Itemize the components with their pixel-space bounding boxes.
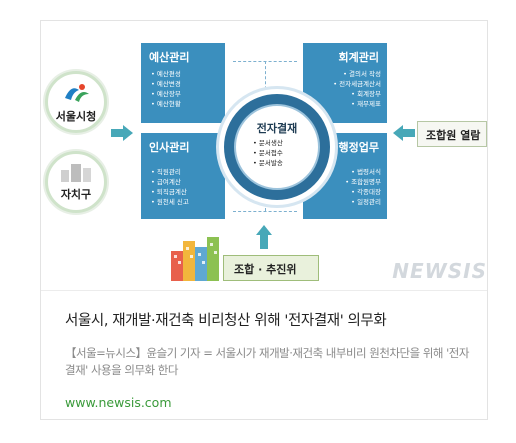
- block-items: 결의서 작성 전자세금계산서 회계장부 재무제표: [333, 69, 381, 109]
- block-item: 원천세 신고: [151, 197, 189, 207]
- block-hr-management: 인사관리 직원관리 급여계산 퇴직금계산 원천세 신고: [141, 133, 225, 219]
- district-office-label: 자치구: [60, 188, 92, 201]
- article-thumbnail[interactable]: 서울시청 자치구 예산관리 예산편성 예산변경 예산장부 예산현황 회계관리: [41, 21, 487, 291]
- block-item: 급여계산: [151, 177, 189, 187]
- block-item: 회계장부: [333, 89, 381, 99]
- block-title: 인사관리: [149, 141, 190, 154]
- district-office-circle: 자치구: [45, 151, 107, 213]
- arrow-right-icon: [123, 125, 133, 141]
- buildings-icon: [171, 237, 219, 281]
- block-item: 예산현황: [151, 99, 181, 109]
- e-approval-title: 전자결재: [256, 122, 298, 135]
- buildings-illustration: [171, 237, 221, 281]
- block-items: 예산편성 예산변경 예산장부 예산현황: [151, 69, 181, 109]
- block-item: 일정관리: [345, 197, 381, 207]
- block-budget-management: 예산관리 예산편성 예산변경 예산장부 예산현황: [141, 43, 225, 123]
- card-content: 서울시, 재개발·재건축 비리청산 위해 '전자결재' 의무화 【서울=뉴시스】…: [65, 311, 470, 410]
- block-item: 예산장부: [151, 89, 181, 99]
- center-item: 문서접수: [253, 148, 283, 158]
- block-item: 법령서식: [345, 167, 381, 177]
- building-icon: [61, 164, 91, 182]
- dashed-connector-bottom: [233, 211, 297, 212]
- block-title: 예산관리: [149, 51, 190, 64]
- newsis-watermark: NEWSIS: [392, 259, 487, 283]
- article-summary: 【서울=뉴시스】윤슬기 기자 = 서울시가 재개발·재건축 내부비리 원천차단을…: [65, 346, 469, 377]
- member-view-box: 조합원 열람: [417, 121, 487, 147]
- block-item: 결의서 작성: [333, 69, 381, 79]
- block-item: 예산편성: [151, 69, 181, 79]
- block-item: 전자세금계산서: [333, 79, 381, 89]
- block-item: 재무제표: [333, 99, 381, 109]
- block-item: 퇴직금계산: [151, 187, 189, 197]
- block-title: 행정업무: [338, 141, 379, 154]
- arrow-left-shaft: [111, 129, 123, 137]
- block-title: 회계관리: [338, 51, 379, 64]
- association-committee-box: 조합 · 추진위: [223, 255, 319, 281]
- arrow-up-icon: [256, 225, 272, 235]
- block-items: 법령서식 조합원명부 각종대장 일정관리: [345, 167, 381, 207]
- center-item: 문서발송: [253, 158, 283, 168]
- block-accounting-management: 회계관리 결의서 작성 전자세금계산서 회계장부 재무제표: [303, 43, 387, 123]
- e-approval-core: 전자결재 문서생산 문서접수 문서발송: [234, 104, 320, 190]
- seoul-city-hall-circle: 서울시청: [45, 71, 107, 133]
- center-item: 문서생산: [253, 138, 283, 148]
- block-item: 조합원명부: [345, 177, 381, 187]
- arrow-left-icon: [393, 125, 403, 141]
- block-item: 직원관리: [151, 167, 189, 177]
- block-item: 각종대장: [345, 187, 381, 197]
- e-approval-ring: 전자결재 문서생산 문서접수 문서발송: [219, 89, 335, 205]
- seoul-logo-icon: [65, 84, 89, 102]
- seoul-city-hall-label: 서울시청: [55, 110, 97, 123]
- article-headline[interactable]: 서울시, 재개발·재건축 비리청산 위해 '전자결재' 의무화: [65, 313, 387, 329]
- block-items: 직원관리 급여계산 퇴직금계산 원천세 신고: [151, 167, 189, 207]
- block-item: 예산변경: [151, 79, 181, 89]
- e-approval-items: 문서생산 문서접수 문서발송: [253, 138, 283, 168]
- arrow-right-shaft: [403, 129, 415, 137]
- news-card[interactable]: 서울시청 자치구 예산관리 예산편성 예산변경 예산장부 예산현황 회계관리: [40, 20, 488, 420]
- article-source-link[interactable]: www.newsis.com: [65, 395, 172, 410]
- arrow-up-shaft: [260, 235, 268, 249]
